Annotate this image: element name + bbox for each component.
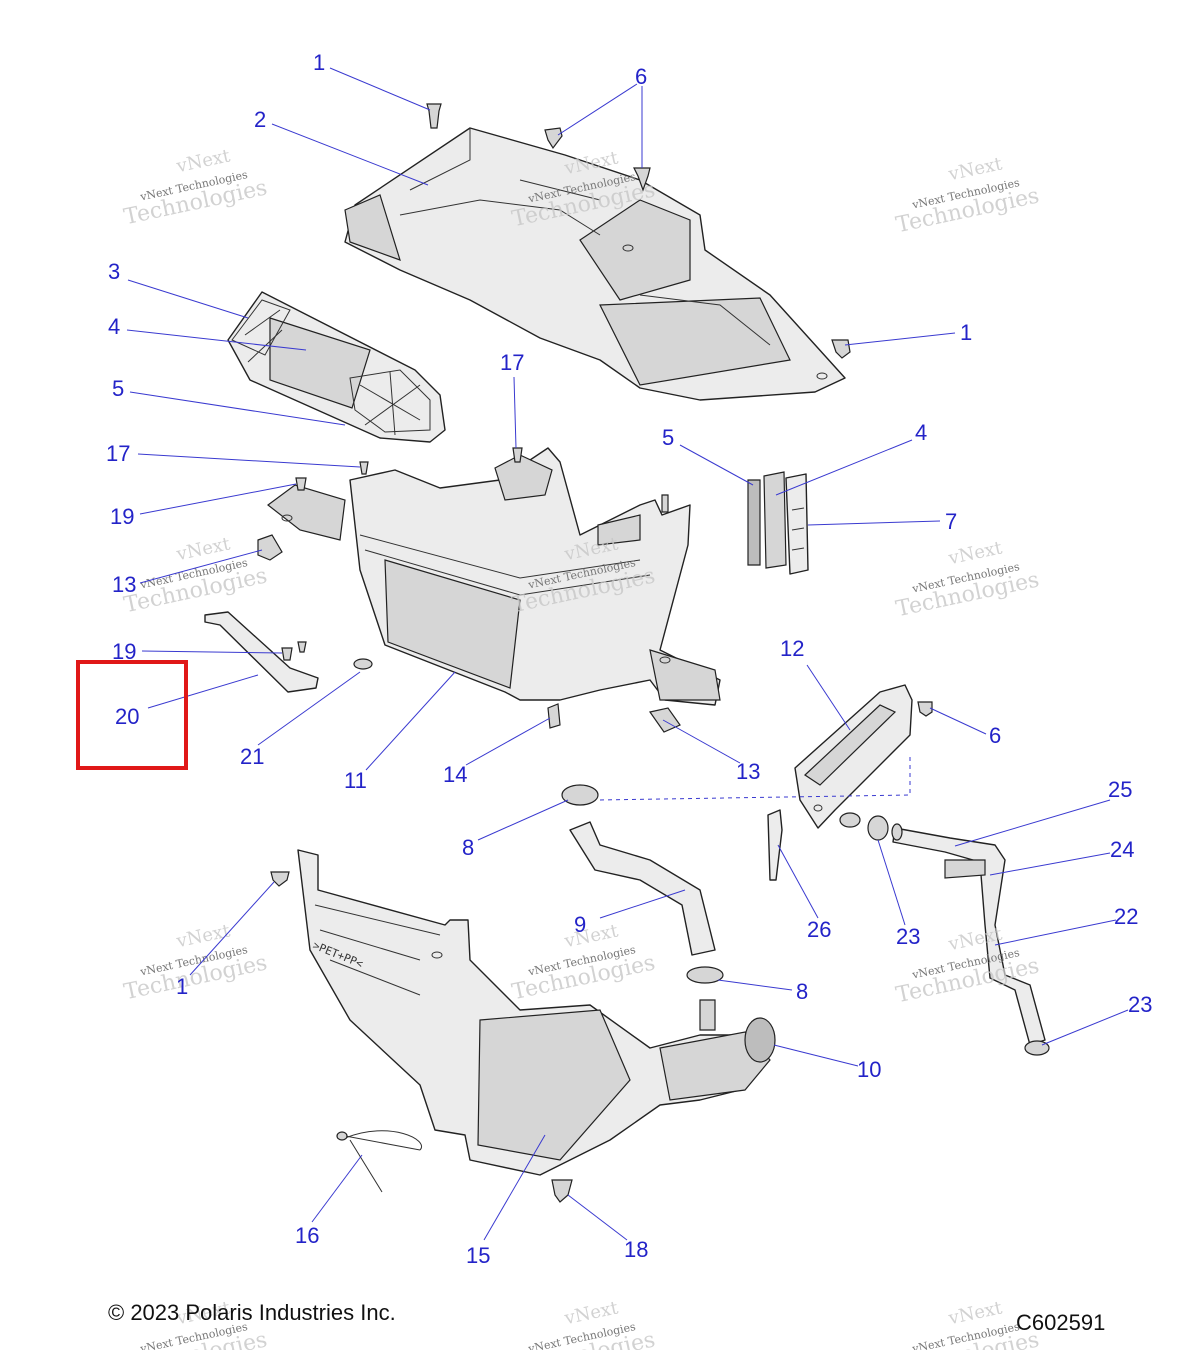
airbox-housing-part (267, 447, 721, 706)
resonator-part (599, 684, 913, 829)
callout-4-left: 4 (108, 314, 120, 339)
callout-22: 22 (1114, 904, 1138, 929)
callout-1-lower: 1 (176, 974, 188, 999)
callout-12: 12 (780, 636, 804, 661)
callout-25: 25 (1108, 777, 1132, 802)
callout-24: 24 (1110, 837, 1134, 862)
lower-duct-part (297, 849, 776, 1176)
callout-3: 3 (108, 259, 120, 284)
callout-numbers: 1 2 3 4 5 6 1 17 17 19 13 19 20 21 11 14… (106, 50, 1152, 1268)
callout-6-top: 6 (635, 64, 647, 89)
side-filter-parts (747, 471, 809, 575)
callout-11: 11 (344, 768, 367, 793)
callout-20[interactable]: 20 (115, 704, 139, 729)
callout-13-left: 13 (112, 572, 136, 597)
vent-hose-parts (867, 815, 1050, 1056)
drawing-number: C602591 (1016, 1310, 1106, 1335)
callout-18: 18 (624, 1237, 648, 1262)
watermark: vNext vNext Technologies Technologies (894, 153, 1042, 238)
cable-tie-part (767, 809, 783, 881)
callout-9: 9 (574, 912, 586, 937)
leader-lines (126, 67, 1129, 1241)
intake-hose-part (561, 784, 724, 984)
callout-21: 21 (240, 744, 264, 769)
callout-19-left: 19 (110, 504, 134, 529)
callout-23-lower: 23 (1128, 992, 1152, 1017)
callout-26: 26 (807, 917, 831, 942)
copyright-text: © 2023 Polaris Industries Inc. (108, 1300, 396, 1325)
callout-8-upper: 8 (462, 835, 474, 860)
callout-16: 16 (295, 1223, 319, 1248)
push-rivet-parts (270, 103, 933, 887)
callout-17-left: 17 (106, 441, 130, 466)
callout-19-bracket: 19 (112, 639, 136, 664)
watermark: vNext vNext Technologies Technologies (122, 533, 270, 618)
filter-assembly-parts (227, 291, 446, 443)
callout-4-right: 4 (915, 420, 927, 445)
callout-8-lower: 8 (796, 979, 808, 1004)
callout-1-top: 1 (313, 50, 325, 75)
strap-and-plug-parts (336, 1130, 573, 1203)
callout-highlight-box (76, 660, 188, 770)
callout-5-right: 5 (662, 425, 674, 450)
watermark: vNext vNext Technologies Technologies (122, 145, 270, 230)
callout-13-right: 13 (736, 759, 760, 784)
callout-1-side: 1 (960, 320, 972, 345)
watermark: vNext vNext Technologies Technologies (510, 1297, 658, 1350)
watermark: vNext vNext Technologies Technologies (122, 920, 270, 1005)
callout-23-upper: 23 (896, 924, 920, 949)
callout-2: 2 (254, 107, 266, 132)
callout-15: 15 (466, 1243, 490, 1268)
callout-10: 10 (857, 1057, 881, 1082)
callout-6-resonator: 6 (989, 723, 1001, 748)
callout-14: 14 (443, 762, 467, 787)
callout-5-left: 5 (112, 376, 124, 401)
upper-cover-part (344, 127, 846, 401)
callout-17-center: 17 (500, 350, 524, 375)
callout-7: 7 (945, 509, 957, 534)
watermark: vNext vNext Technologies Technologies (894, 537, 1042, 622)
small-hardware-parts (204, 447, 681, 733)
